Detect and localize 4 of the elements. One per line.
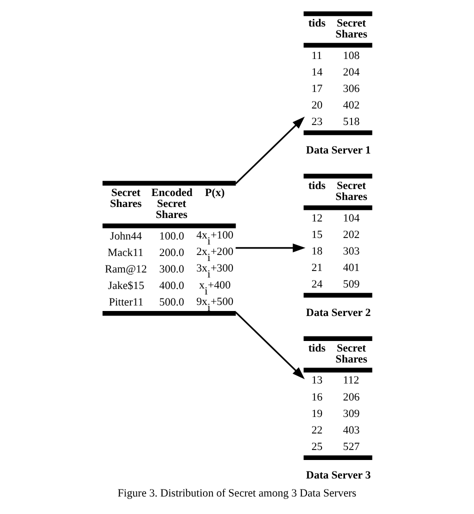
node-label: Data Server 3 (306, 469, 371, 482)
node-label: Data Server 2 (306, 306, 371, 319)
caption: Figure 3. Distribution of Secret among 3 Data Servers (118, 487, 356, 500)
node-label: Data Server 1 (306, 144, 371, 156)
